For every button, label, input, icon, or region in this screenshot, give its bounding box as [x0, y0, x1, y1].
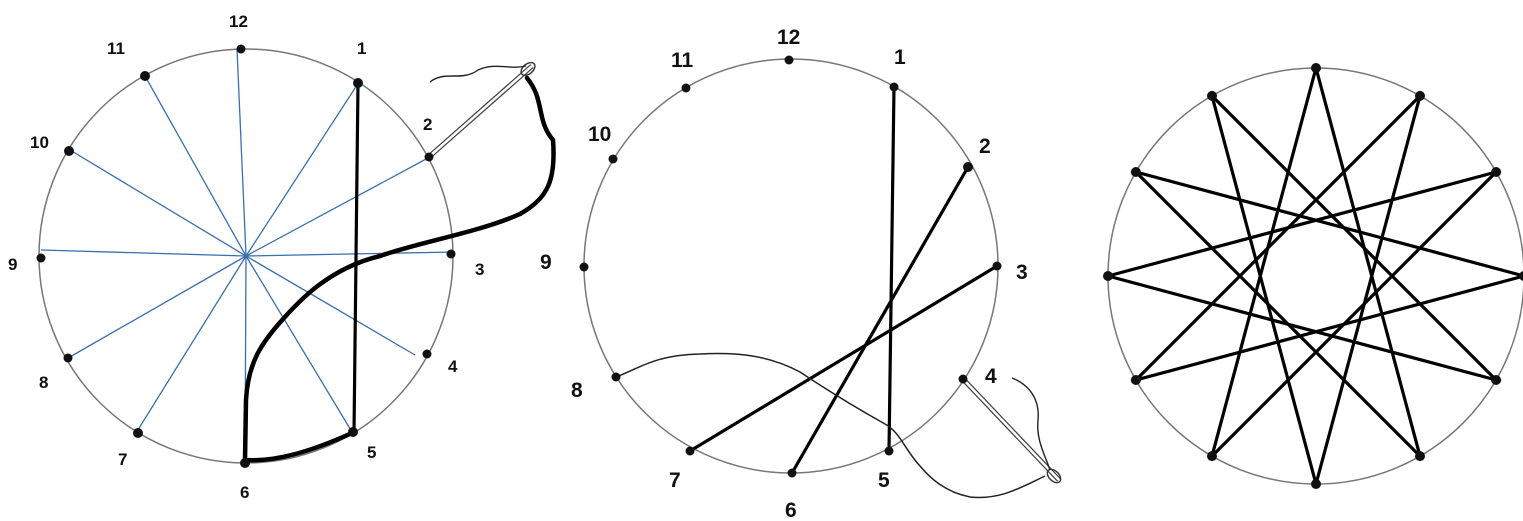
- dot-8: [612, 373, 621, 382]
- dot-6: [788, 469, 797, 478]
- dot-2: [425, 153, 434, 162]
- panel-2-dots: [580, 56, 1002, 478]
- panel-1-label-4: 4: [448, 357, 458, 376]
- panel-2-string-3-7: [690, 266, 997, 451]
- dot-10: [609, 155, 618, 164]
- dot-12: [237, 45, 246, 54]
- guide-line-4: [246, 256, 415, 355]
- dot-11: [140, 71, 150, 81]
- panel-2-wheel: 12 11 10 9 8 7 6 5 4 3 2 1: [540, 26, 1063, 521]
- panel-1-label-8: 8: [39, 373, 48, 392]
- guide-line-3: [246, 252, 455, 256]
- star-point-dot: [1103, 271, 1113, 281]
- guide-line-2: [246, 158, 428, 256]
- dot-9: [580, 263, 589, 272]
- panel-1-label-9: 9: [8, 255, 17, 274]
- star-point-dot: [1491, 375, 1501, 385]
- panel-3-wheel: [1103, 63, 1523, 489]
- panel-1-label-12: 12: [229, 12, 248, 31]
- panel-1-needle-icon: [430, 60, 537, 155]
- dot-5: [885, 447, 894, 456]
- panel-1-label-10: 10: [30, 133, 49, 152]
- star-point-dot: [1311, 479, 1321, 489]
- panel-2-string-2-6: [792, 167, 968, 473]
- panel-2-label-2: 2: [979, 135, 991, 158]
- panel-2-string-1-5: [889, 87, 894, 451]
- dot-11: [682, 84, 691, 93]
- panel-1-label-11: 11: [107, 39, 125, 58]
- panel-2-circle: [584, 59, 998, 473]
- guide-line-12: [237, 49, 246, 256]
- panel-2-label-5: 5: [878, 469, 890, 492]
- panel-2-label-11: 11: [671, 49, 694, 72]
- dot-1: [353, 78, 363, 88]
- panel-1-label-7: 7: [118, 450, 127, 469]
- star-point-dot: [1491, 167, 1501, 177]
- panel-2-label-1: 1: [894, 46, 906, 69]
- panel-2-label-4: 4: [985, 365, 997, 388]
- dot-3: [993, 262, 1002, 271]
- dot-3: [447, 250, 456, 259]
- guide-line-1: [246, 82, 359, 256]
- panel-1-wheel: 12 11 10 9 8 7 6 5 4 3 2 1: [8, 12, 554, 502]
- dot-4: [423, 350, 432, 359]
- dot-6: [240, 458, 250, 468]
- panel-2-label-3: 3: [1016, 261, 1028, 284]
- guide-line-10: [70, 150, 246, 256]
- dot-5: [348, 427, 358, 437]
- guide-line-7: [136, 256, 246, 433]
- star-point-dot: [1131, 167, 1141, 177]
- dot-9: [37, 254, 46, 263]
- dot-7: [133, 428, 143, 438]
- star-point-dot: [1207, 451, 1217, 461]
- star-point-dot: [1311, 63, 1321, 73]
- panel-1-loose-thread: [245, 78, 554, 460]
- dot-1: [890, 83, 899, 92]
- dot-2: [963, 162, 973, 172]
- dot-12: [785, 56, 794, 65]
- panel-1-string-1-5: [354, 83, 358, 433]
- dot-7: [686, 447, 695, 456]
- star-point-dot: [1519, 271, 1523, 281]
- dot-10: [64, 146, 74, 156]
- panel-1-label-2: 2: [423, 115, 432, 134]
- dot-4: [959, 375, 968, 384]
- panel-2-label-10: 10: [588, 123, 611, 146]
- dot-8: [64, 354, 73, 363]
- panel-2-strings: [690, 87, 997, 473]
- panel-2-label-6: 6: [785, 499, 797, 521]
- panel-1-label-1: 1: [357, 39, 366, 58]
- guide-line-11: [145, 76, 246, 256]
- panel-3-circle: [1108, 68, 1523, 484]
- panel-1-label-5: 5: [367, 443, 376, 462]
- panel-2-label-9: 9: [540, 251, 552, 274]
- star-point-dot: [1415, 91, 1425, 101]
- panel-2-label-12: 12: [777, 26, 800, 49]
- guide-line-8: [68, 256, 246, 358]
- star-point-dot: [1131, 375, 1141, 385]
- panel-3-star-lines: [1108, 68, 1523, 484]
- panel-1-label-6: 6: [240, 483, 249, 502]
- panel-2-needle-icon: [962, 378, 1063, 485]
- guide-line-9: [41, 250, 246, 256]
- panel-2-labels: 12 11 10 9 8 7 6 5 4 3 2 1: [540, 26, 1028, 521]
- star-point-dot: [1415, 451, 1425, 461]
- panel-2-label-7: 7: [669, 469, 681, 492]
- panel-2-label-8: 8: [571, 379, 583, 402]
- panel-1-label-3: 3: [475, 260, 484, 279]
- star-point-dot: [1207, 91, 1217, 101]
